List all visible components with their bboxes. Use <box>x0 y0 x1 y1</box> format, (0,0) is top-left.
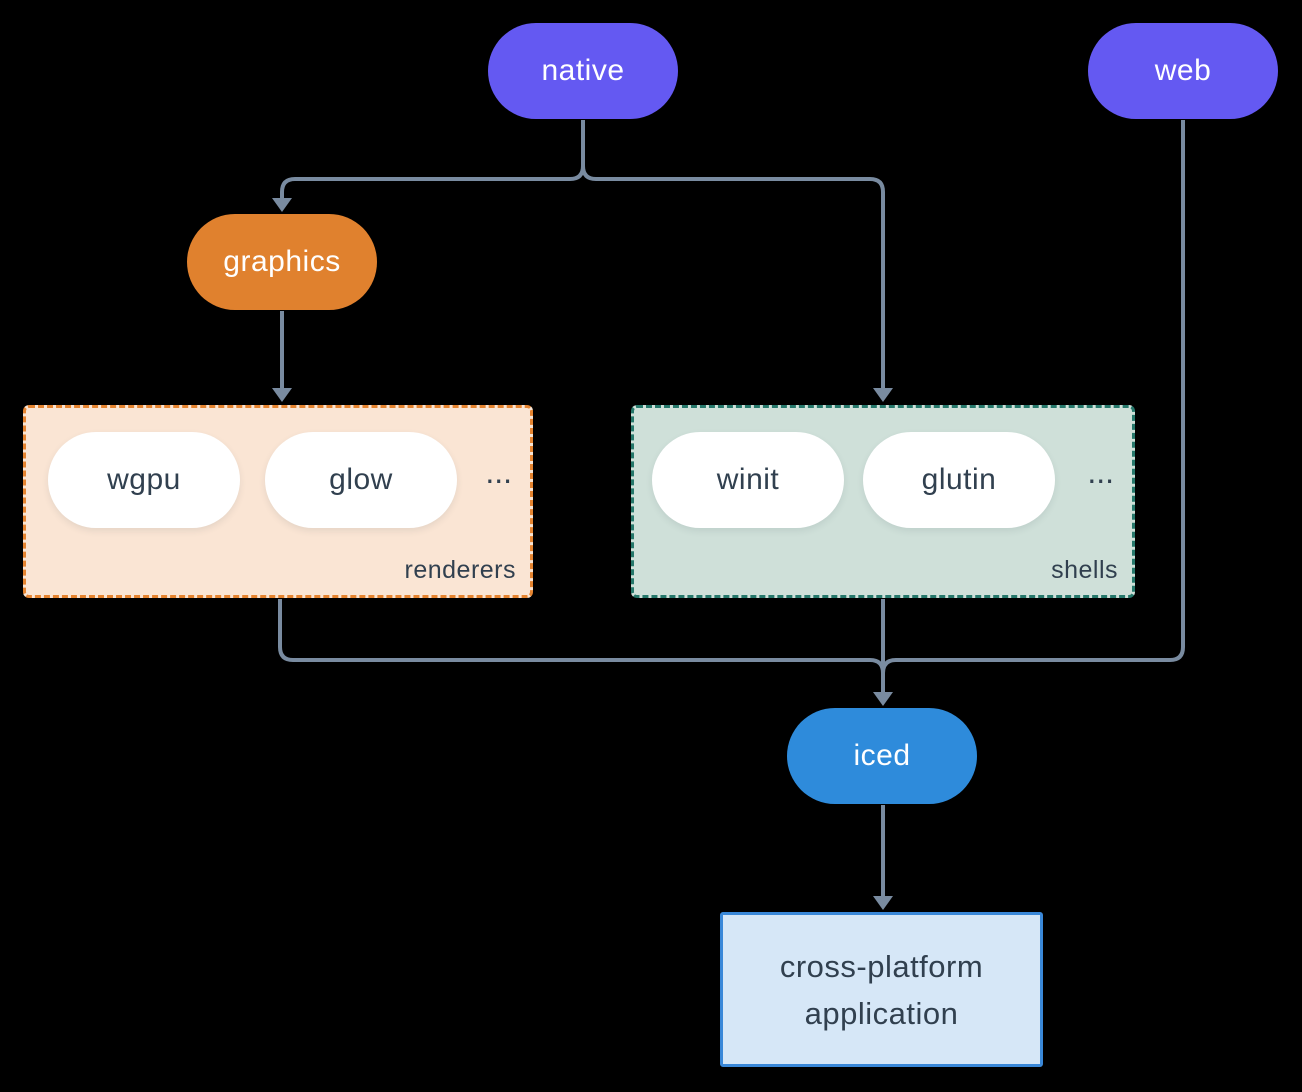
shells-ellipsis: ... <box>1087 454 1114 490</box>
node-glow: glow <box>265 432 457 528</box>
application-label-line2: application <box>804 995 959 1031</box>
arrowhead-icon <box>873 896 893 910</box>
node-cross-platform-application: cross-platform application <box>720 912 1043 1067</box>
group-renderers: wgpu glow ... renderers <box>23 405 533 598</box>
edge-native-shells <box>581 120 885 388</box>
node-graphics: graphics <box>187 214 377 310</box>
arrowhead-icon <box>272 198 292 212</box>
renderers-ellipsis: ... <box>485 454 512 490</box>
node-iced: iced <box>787 708 977 804</box>
edge-native-graphics <box>280 120 585 198</box>
arrowhead-icon <box>873 388 893 402</box>
node-wgpu: wgpu <box>48 432 240 528</box>
renderers-label: renderers <box>404 556 516 584</box>
node-native: native <box>488 23 678 119</box>
arrowhead-icon <box>272 388 292 402</box>
node-web: web <box>1088 23 1278 119</box>
arrowhead-icon <box>873 692 893 706</box>
shells-label: shells <box>1051 556 1118 584</box>
node-winit: winit <box>652 432 844 528</box>
group-shells: winit glutin ... shells <box>631 405 1135 598</box>
node-glutin: glutin <box>863 432 1055 528</box>
edge-renderers-iced <box>278 599 885 674</box>
application-label-line1: cross-platform <box>779 948 984 984</box>
